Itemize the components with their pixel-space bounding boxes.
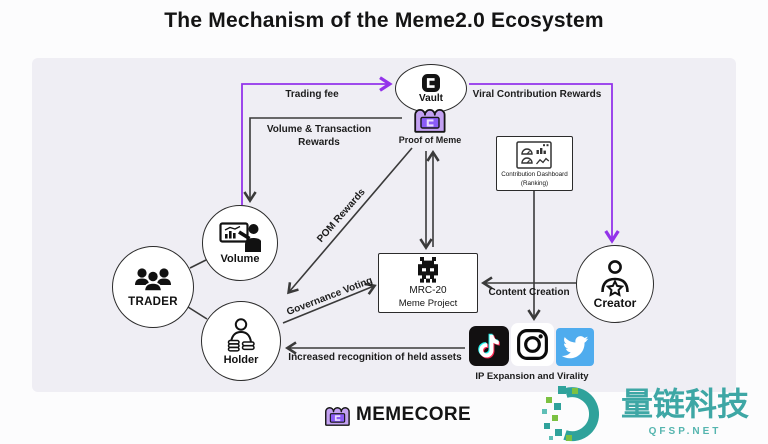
node-volume: Volume	[202, 205, 278, 281]
person-star-icon	[601, 260, 629, 297]
node-contribution-dashboard: Contribution Dashboard (Ranking)	[496, 136, 573, 191]
instagram-icon	[511, 323, 554, 366]
person-with-coins-icon	[227, 317, 255, 352]
people-group-icon	[135, 268, 171, 292]
node-holder: Holder	[201, 301, 281, 381]
node-mrc20: MRC-20 Meme Project	[378, 253, 478, 313]
memecore-badge-icon	[325, 407, 350, 426]
edge-volume-transaction-rewards	[243, 117, 402, 203]
memecore-square-icon	[422, 74, 440, 92]
volume-transaction-rewards-label: Volume & Transaction Rewards	[244, 124, 394, 149]
edge-trader-volume	[189, 259, 207, 269]
watermark-subtext: QFSP.NET	[648, 426, 722, 437]
footer-brand: MEMECORE	[324, 403, 471, 427]
watermark: 量链科技 QFSP.NET	[540, 384, 768, 444]
dashboard-label-line2: (Ranking)	[520, 179, 549, 187]
tiktok-icon	[469, 326, 509, 366]
volume-transaction-rewards-line1: Volume & Transaction	[266, 124, 372, 135]
dashboard-window-icon	[515, 140, 552, 169]
mrc20-label-line2: Meme Project	[398, 298, 458, 309]
edge-pom-rewards	[287, 147, 413, 295]
holder-label: Holder	[223, 353, 259, 366]
trading-fee-label: Trading fee	[285, 89, 339, 100]
edge-governance-voting	[282, 282, 377, 324]
chart-presenter-icon	[219, 222, 261, 252]
page-title: The Mechanism of the Meme2.0 Ecosystem	[164, 9, 604, 32]
mrc20-label-line1: MRC-20	[409, 285, 447, 296]
node-trader: TRADER	[112, 246, 194, 328]
creator-label: Creator	[593, 296, 637, 310]
edge-trader-holder	[187, 306, 208, 320]
meme-badge-icon	[414, 109, 446, 133]
volume-transaction-rewards-line2: Rewards	[298, 136, 340, 148]
diagram-edges	[187, 76, 620, 355]
watermark-text: 量链科技	[620, 386, 749, 422]
pixel-ring-logo	[542, 386, 600, 442]
pixel-skull-icon	[418, 257, 438, 283]
node-creator: Creator	[576, 245, 654, 323]
volume-label: Volume	[220, 253, 260, 265]
increased-recognition-label: Increased recognition of held assets	[288, 352, 462, 363]
edge-trading-fee	[241, 76, 393, 205]
vault-label: Vault	[419, 93, 443, 104]
diagram-panel: Vault Proof of Meme Contribution Dashboa…	[32, 58, 736, 392]
proof-of-meme-label: Proof of Meme	[398, 135, 462, 145]
content-creation-label: Content Creation	[488, 287, 570, 298]
dashboard-label-line1: Contribution Dashboard	[501, 170, 568, 178]
ip-expansion-label: IP Expansion and Virality	[475, 371, 589, 382]
footer-brand-text: MEMECORE	[356, 404, 472, 425]
edge-viral-contribution-rewards	[469, 83, 620, 244]
trader-label: TRADER	[128, 295, 178, 308]
viral-contribution-rewards-label: Viral Contribution Rewards	[472, 89, 602, 100]
twitter-icon	[556, 328, 594, 366]
